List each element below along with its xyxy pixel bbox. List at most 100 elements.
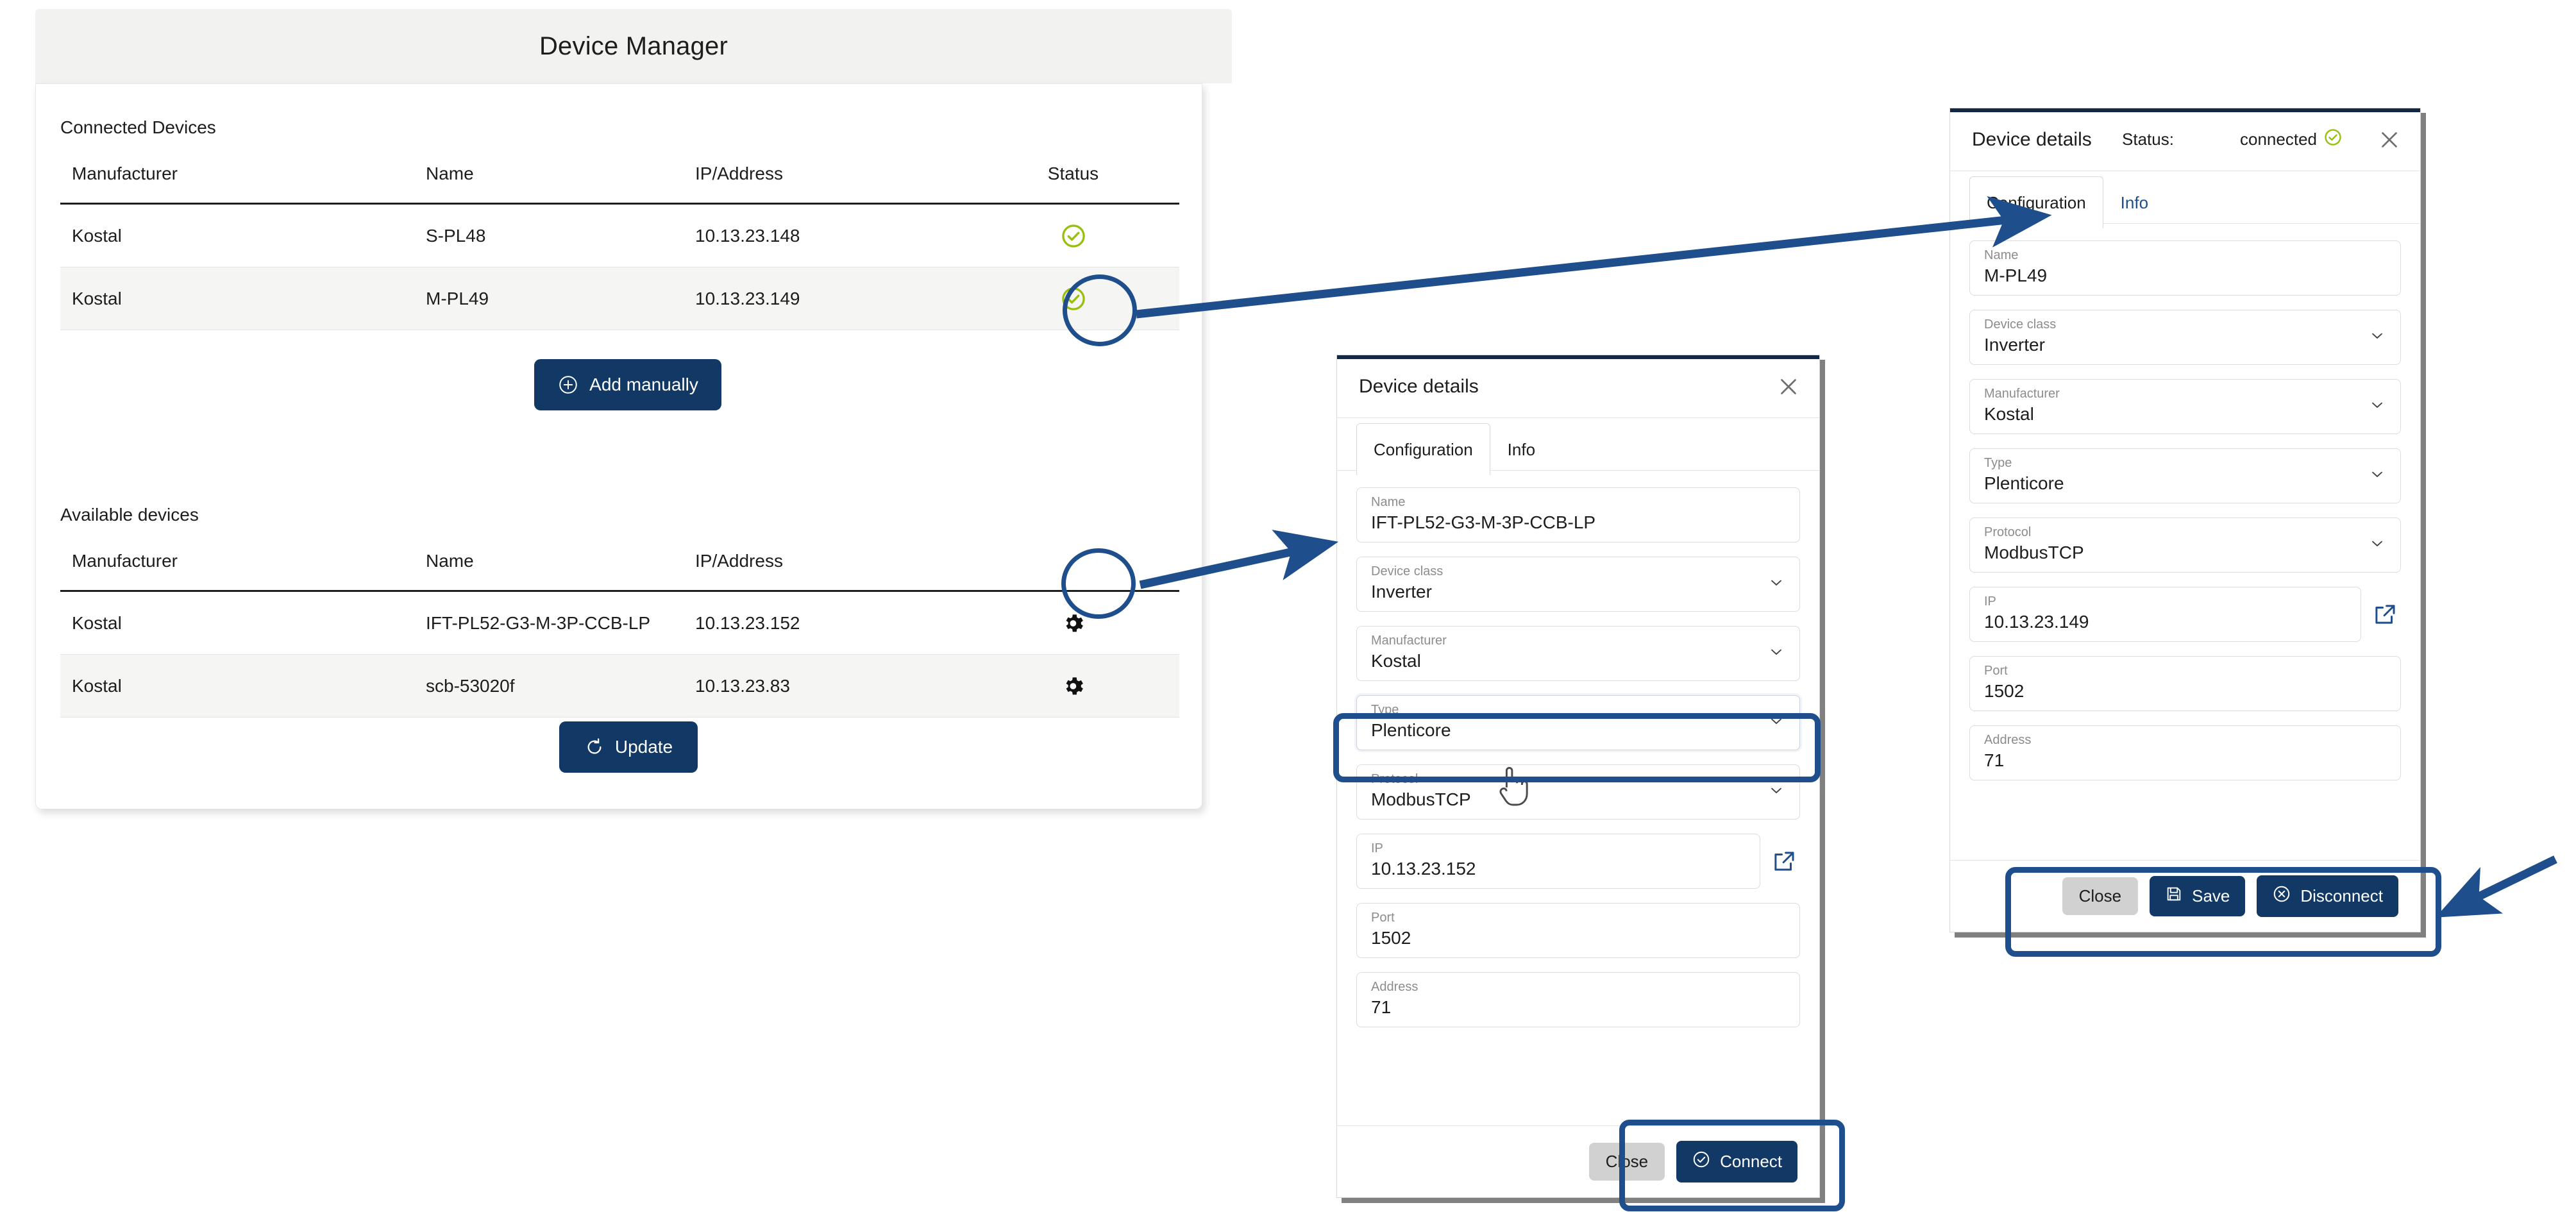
field-type[interactable]: Type Plenticore [1969, 448, 2401, 503]
arrow-to-disconnect-footer [2435, 855, 2557, 918]
field-label: Name [1984, 248, 2019, 262]
field-label: Address [1371, 980, 1418, 994]
chevron-down-icon[interactable] [1767, 712, 1785, 734]
available-devices-table: Manufacturer Name IP/Address Kostal IFT-… [60, 543, 1179, 718]
cell-manufacturer: Kostal [72, 288, 122, 308]
chevron-down-icon[interactable] [2368, 466, 2386, 487]
update-button[interactable]: Update [559, 721, 698, 773]
field-value: Kostal [1984, 404, 2034, 424]
field-device-class[interactable]: Device class Inverter [1356, 557, 1800, 612]
connect-button[interactable]: Connect [1676, 1141, 1797, 1183]
dialog-footer: Close Connect [1337, 1125, 1819, 1197]
field-address[interactable]: Address 71 [1969, 725, 2401, 780]
field-label: Protocol [1984, 525, 2032, 539]
floppy-disk-icon [2165, 885, 2183, 907]
column-header-ip: IP/Address [695, 164, 783, 183]
column-header-status: Status [1047, 164, 1099, 183]
table-row[interactable]: Kostal S-PL48 10.13.23.148 [60, 205, 1179, 267]
status-badge: connected [2240, 128, 2343, 151]
tab-configuration[interactable]: Configuration [1356, 423, 1490, 475]
chevron-down-icon[interactable] [2368, 535, 2386, 556]
dialog-top-accent [1950, 108, 2420, 112]
chevron-down-icon[interactable] [2368, 396, 2386, 417]
external-link-icon[interactable] [2371, 601, 2398, 628]
field-label: IP [1984, 594, 1996, 609]
field-value: 71 [1371, 997, 1392, 1017]
field-value: 10.13.23.152 [1371, 859, 1476, 879]
gear-icon[interactable] [1061, 611, 1086, 635]
tab-info[interactable]: Info [1507, 439, 1536, 459]
chevron-down-icon[interactable] [1767, 643, 1785, 664]
dialog-footer: Close Save Disconnect [1950, 860, 2420, 932]
device-details-dialog-connected: Device details Status: connected Configu… [1949, 108, 2421, 932]
column-header-name: Name [426, 551, 474, 571]
table-row[interactable]: Kostal scb-53020f 10.13.23.83 [60, 655, 1179, 718]
field-manufacturer[interactable]: Manufacturer Kostal [1969, 379, 2401, 434]
close-button[interactable]: Close [1588, 1143, 1665, 1181]
field-ip[interactable]: IP 10.13.23.152 [1356, 834, 1760, 889]
field-ip[interactable]: IP 10.13.23.149 [1969, 587, 2361, 642]
field-value: Plenticore [1371, 720, 1451, 740]
field-address[interactable]: Address 71 [1356, 972, 1800, 1027]
field-type[interactable]: Type Plenticore [1356, 695, 1800, 750]
field-value: Plenticore [1984, 473, 2064, 493]
tab-info[interactable]: Info [2120, 192, 2149, 212]
dialog-title: Device details [1972, 128, 2092, 150]
cell-status [1003, 285, 1179, 312]
cell-status [1003, 223, 1179, 249]
field-manufacturer[interactable]: Manufacturer Kostal [1356, 626, 1800, 681]
table-row[interactable]: Kostal IFT-PL52-G3-M-3P-CCB-LP 10.13.23.… [60, 592, 1179, 655]
cell-ip: 10.13.23.83 [695, 675, 790, 696]
external-link-icon[interactable] [1771, 848, 1797, 875]
save-button[interactable]: Save [2150, 876, 2246, 916]
plus-circle-icon [557, 374, 579, 396]
gear-icon[interactable] [1061, 674, 1086, 698]
field-name[interactable]: Name M-PL49 [1969, 240, 2401, 296]
cell-name: S-PL48 [426, 225, 486, 246]
window-header: Device Manager [35, 9, 1232, 83]
field-value: ModbusTCP [1984, 543, 2084, 562]
dialog-header: Device details Status: connected [1950, 108, 2420, 171]
field-label: Type [1984, 456, 2012, 470]
cell-name: IFT-PL52-G3-M-3P-CCB-LP [426, 612, 651, 633]
check-circle-green-icon[interactable] [1060, 285, 1087, 312]
check-circle-green-icon [2323, 128, 2343, 151]
close-icon[interactable] [2375, 126, 2403, 154]
disconnect-button[interactable]: Disconnect [2257, 875, 2398, 917]
field-value: Inverter [1984, 335, 2045, 355]
close-button[interactable]: Close [2062, 877, 2139, 915]
connect-label: Connect [1720, 1152, 1782, 1171]
cell-name: M-PL49 [426, 288, 489, 308]
connected-devices-table: Manufacturer Name IP/Address Status Kost… [60, 156, 1179, 330]
field-name[interactable]: Name IFT-PL52-G3-M-3P-CCB-LP [1356, 487, 1800, 543]
field-value: M-PL49 [1984, 265, 2048, 285]
add-manually-label: Add manually [589, 375, 698, 394]
field-port[interactable]: Port 1502 [1969, 656, 2401, 711]
close-icon[interactable] [1774, 373, 1803, 401]
cell-ip: 10.13.23.149 [695, 288, 800, 308]
column-header-manufacturer: Manufacturer [72, 164, 178, 183]
field-port[interactable]: Port 1502 [1356, 903, 1800, 958]
update-label: Update [614, 737, 673, 757]
status-value-text: connected [2240, 130, 2317, 149]
field-protocol[interactable]: Protocol ModbusTCP [1969, 518, 2401, 573]
check-circle-green-icon[interactable] [1060, 223, 1087, 249]
field-device-class[interactable]: Device class Inverter [1969, 310, 2401, 365]
add-manually-button[interactable]: Add manually [534, 359, 721, 410]
field-value: 10.13.23.149 [1984, 612, 2089, 632]
check-circle-icon [1692, 1150, 1711, 1174]
tab-configuration[interactable]: Configuration [1969, 176, 2103, 228]
connected-devices-label: Connected Devices [60, 117, 216, 137]
field-protocol[interactable]: Protocol ModbusTCP [1356, 764, 1800, 820]
table-header-row: Manufacturer Name IP/Address [60, 543, 1179, 592]
available-devices-label: Available devices [60, 505, 199, 525]
chevron-down-icon[interactable] [1767, 574, 1785, 595]
chevron-down-icon[interactable] [1767, 782, 1785, 803]
table-row[interactable]: Kostal M-PL49 10.13.23.149 [60, 267, 1179, 330]
field-value: Inverter [1371, 582, 1432, 602]
field-label: Name [1371, 495, 1406, 509]
field-value: Kostal [1371, 651, 1421, 671]
dialog-body: Name M-PL49 Device class Inverter Manufa… [1950, 224, 2420, 780]
status-label: Status: [2122, 130, 2174, 149]
chevron-down-icon[interactable] [2368, 327, 2386, 348]
